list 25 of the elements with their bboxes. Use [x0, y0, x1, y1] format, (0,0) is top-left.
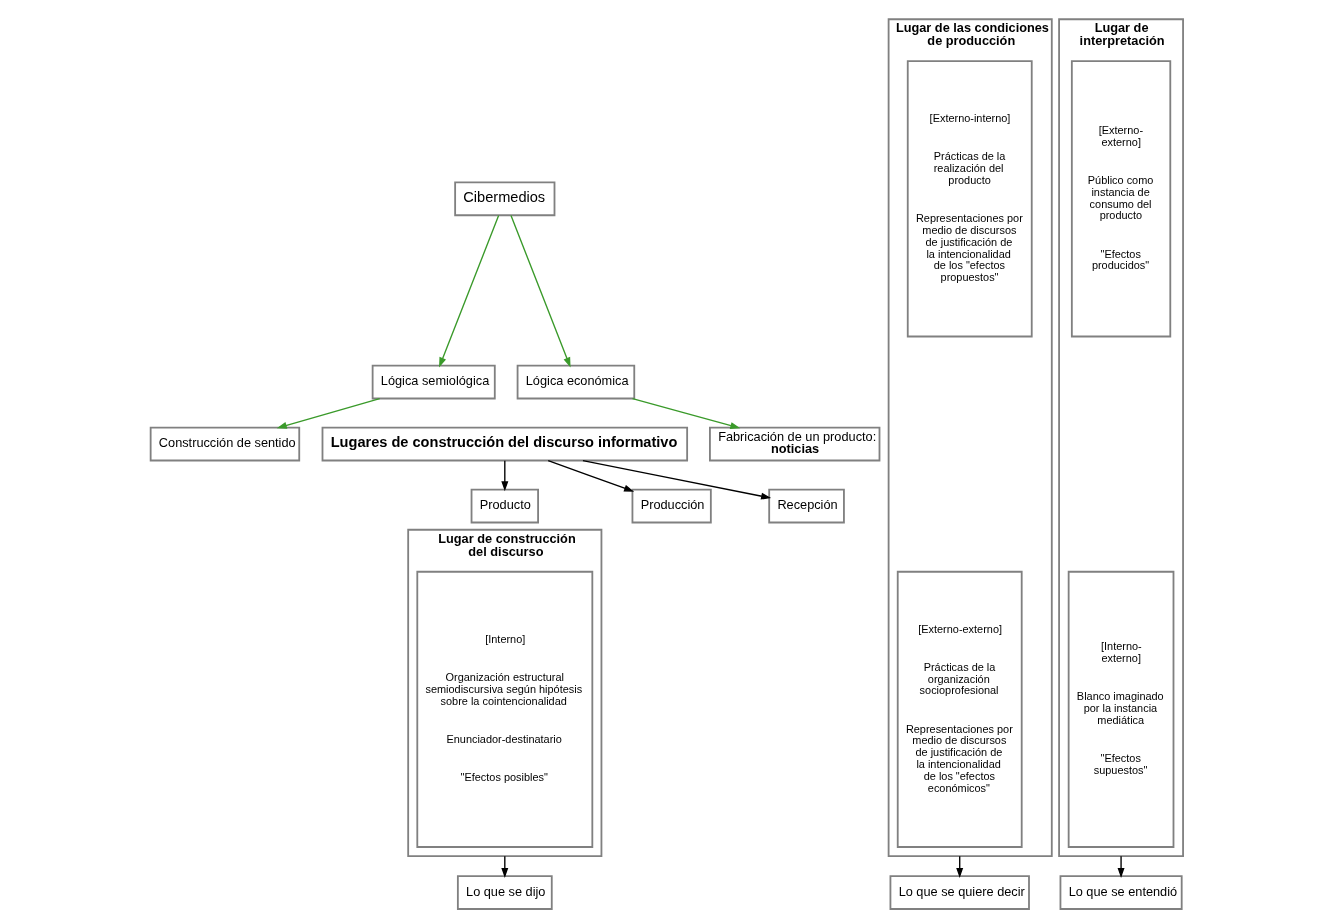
- arrow: [1117, 855, 1125, 878]
- node-box: Cibermedios: [454, 181, 556, 217]
- arrow: [439, 214, 500, 368]
- node-box: Fabricación de un producto: noticias: [709, 426, 881, 462]
- node-box: Lógica semiológica: [371, 364, 496, 400]
- node-box: Producción: [631, 488, 712, 524]
- arrow: [510, 214, 571, 368]
- node-box: Lógica económica: [516, 364, 636, 400]
- node-box: Lo que se quiere decir: [889, 875, 1030, 910]
- node-box: [Externo-interno] Prácticas de la realización del producto Representaciones por medio de discursos de justificación de la intencionalidad de los "efectos propuestos": [906, 60, 1033, 338]
- arrow: [547, 459, 635, 492]
- node-box: [Interno-externo] Blanco imaginado por la instancia mediática "Efectos supuestos": [1067, 570, 1175, 848]
- node-box: [Externo-externo] Público como instancia de consumo del producto "Efectos producidos": [1070, 60, 1172, 338]
- arrow: [276, 397, 381, 429]
- node-box: Lo que se dijo: [456, 875, 553, 910]
- arrow: [501, 460, 509, 492]
- arrow: [631, 397, 741, 429]
- node-box: Producto: [470, 488, 539, 524]
- node-box: Lo que se entendió: [1059, 875, 1183, 910]
- arrow: [582, 459, 772, 500]
- node-box: Recepción: [768, 488, 845, 524]
- node-box: [Externo-externo] Prácticas de la organización socioprofesional Representaciones por medio de discursos de justificación de la intencionalidad de los "efectos económicos": [896, 570, 1023, 848]
- node-box: Construcción de sentido: [149, 426, 301, 462]
- node-box: [Interno] Organización estructural semiodiscursiva según hipótesis sobre la cointencionalidad Enunciador-destinatario "Efectos posibles": [416, 570, 594, 848]
- node-box: Lugares de construcción del discurso informativo: [321, 426, 689, 462]
